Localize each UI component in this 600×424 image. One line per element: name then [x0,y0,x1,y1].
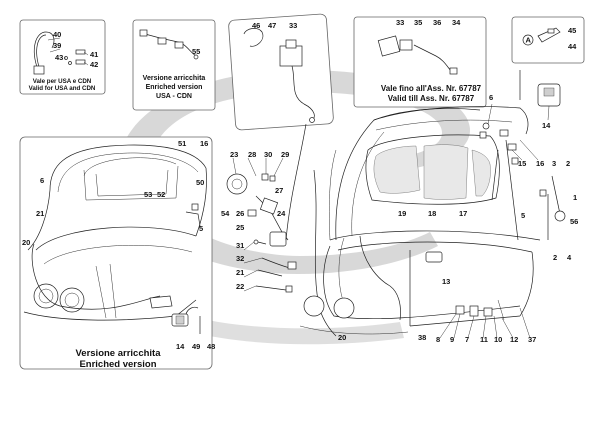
callout-32: 32 [236,254,244,263]
callout-2a: 2 [566,159,570,168]
callout-40: 40 [53,30,61,39]
callout-22: 22 [236,282,244,291]
callout-48: 48 [207,342,215,351]
callout-43: 43 [55,53,63,62]
callout-14a: 14 [542,121,551,130]
inset-enriched-version [19,136,213,370]
callout-18: 18 [428,209,436,218]
callout-13: 13 [442,277,450,286]
callout-33b: 33 [396,18,404,27]
callout-45: 45 [568,26,576,35]
callout-42: 42 [90,60,98,69]
caption-enriched-usa-it: Versione arricchita [143,75,206,82]
callout-21b: 21 [236,268,244,277]
callout-35: 35 [414,18,422,27]
inset-enriched-usa-cdn [132,19,216,111]
callout-1: 1 [573,193,577,202]
callout-2b: 2 [553,253,557,262]
callout-28: 28 [248,150,256,159]
callout-6b: 6 [489,93,493,102]
callout-3: 3 [552,159,556,168]
callout-24: 24 [277,209,286,218]
trunk-right-drawing [299,106,566,335]
callout-16b: 16 [536,159,544,168]
callout-46: 46 [252,21,260,30]
caption-enriched-main-en: Enriched version [79,359,156,370]
callout-29: 29 [281,150,289,159]
caption-usa-cdn-en: Valid for USA and CDN [29,85,96,92]
callout-7: 7 [465,335,469,344]
lock-actuator-drawing [243,28,315,123]
callout-5b: 5 [521,211,525,220]
callout-36: 36 [433,18,441,27]
inset-lock-actuator [228,13,334,131]
callout-20a: 20 [22,238,30,247]
callout-20b: 20 [338,333,346,342]
caption-valid-until-en: Valid till Ass. Nr. 67787 [388,94,475,103]
callout-9: 9 [450,335,454,344]
caption-valid-until-it: Vale fino all'Ass. Nr. 67787 [381,84,482,93]
callout-23: 23 [230,150,238,159]
callout-33a: 33 [289,21,297,30]
callout-30: 30 [264,150,272,159]
callout-54: 54 [221,209,230,218]
callout-5a: 5 [199,224,203,233]
callout-39: 39 [53,41,61,50]
release-mechanism-drawing [226,123,337,337]
callout-47: 47 [268,21,276,30]
caption-usa-cdn-it: Vale per USA e CDN [33,78,92,85]
latch-assembly-drawing [377,35,458,75]
callout-10: 10 [494,335,502,344]
callout-15: 15 [518,159,526,168]
callout-26: 26 [236,209,244,218]
callout-21a: 21 [36,209,44,218]
callout-53: 53 [144,190,152,199]
callout-41: 41 [90,50,98,59]
callout-27: 27 [275,186,283,195]
callout-49: 49 [192,342,200,351]
callout-11: 11 [480,335,488,344]
callout-52: 52 [157,190,165,199]
inset-part-a [511,16,585,64]
callout-56: 56 [570,217,578,226]
callout-51: 51 [178,139,186,148]
caption-enriched-usa-en: Enriched version [146,84,203,91]
callout-38: 38 [418,333,426,342]
leader-lines [47,37,539,339]
callout-31: 31 [236,241,244,250]
callout-17: 17 [459,209,467,218]
wiring-harness-drawing [139,29,199,60]
callout-6a: 6 [40,176,44,185]
callout-34: 34 [452,18,461,27]
callout-12: 12 [510,335,518,344]
caption-enriched-main-it: Versione arricchita [75,348,161,359]
callout-44: 44 [568,42,577,51]
callout-37: 37 [528,335,536,344]
caption-enriched-usa-market: USA - CDN [156,93,192,100]
callout-25: 25 [236,223,244,232]
callout-a: A [526,36,532,45]
callout-16a: 16 [200,139,208,148]
watermark-logo [118,70,470,345]
actuator-14-drawing [519,70,561,121]
callout-14b: 14 [176,342,185,351]
callout-4: 4 [567,253,572,262]
callout-50: 50 [196,178,204,187]
inset-usa-cdn [19,19,106,95]
callout-55: 55 [192,47,200,56]
callout-8: 8 [436,335,440,344]
bracket-a-drawing: A [522,27,561,46]
callout-19: 19 [398,209,406,218]
